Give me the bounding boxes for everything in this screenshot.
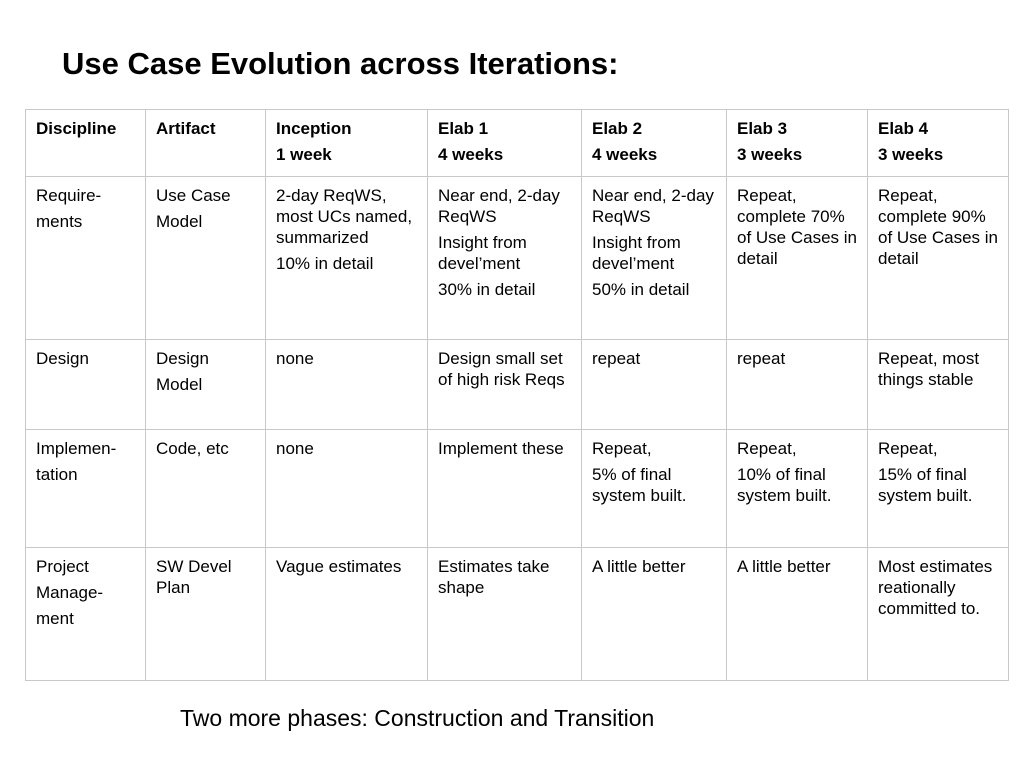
table-cell: Repeat, complete 70% of Use Cases in det… bbox=[726, 176, 868, 340]
header-artifact: Artifact bbox=[145, 109, 266, 177]
table-cell: Vague estimates bbox=[265, 547, 428, 681]
table-cell: Repeat,15% of final system built. bbox=[867, 429, 1009, 548]
header-discipline: Discipline bbox=[25, 109, 146, 177]
table-cell: Repeat, complete 90% of Use Cases in det… bbox=[867, 176, 1009, 340]
table-cell: repeat bbox=[726, 339, 868, 430]
table-cell: Most estimates reationally committed to. bbox=[867, 547, 1009, 681]
table-cell: A little better bbox=[581, 547, 727, 681]
table-cell: none bbox=[265, 429, 428, 548]
table-cell: SW Devel Plan bbox=[145, 547, 266, 681]
table-row-implementation: Implemen-tation Code, etc none Implement… bbox=[25, 429, 1009, 548]
table-cell: Implemen-tation bbox=[25, 429, 146, 548]
table-cell: none bbox=[265, 339, 428, 430]
slide-title: Use Case Evolution across Iterations: bbox=[62, 46, 619, 81]
table-cell: Estimates take shape bbox=[427, 547, 582, 681]
table-cell: Repeat, most things stable bbox=[867, 339, 1009, 430]
footer-note: Two more phases: Construction and Transi… bbox=[180, 705, 655, 731]
table-cell: Design bbox=[25, 339, 146, 430]
table-cell: repeat bbox=[581, 339, 727, 430]
table-cell: Implement these bbox=[427, 429, 582, 548]
table-cell: Design small set of high risk Reqs bbox=[427, 339, 582, 430]
table-cell: Code, etc bbox=[145, 429, 266, 548]
table-cell: A little better bbox=[726, 547, 868, 681]
table-cell: Repeat,10% of final system built. bbox=[726, 429, 868, 548]
table-cell: Require-ments bbox=[25, 176, 146, 340]
table-cell: Repeat,5% of final system built. bbox=[581, 429, 727, 548]
